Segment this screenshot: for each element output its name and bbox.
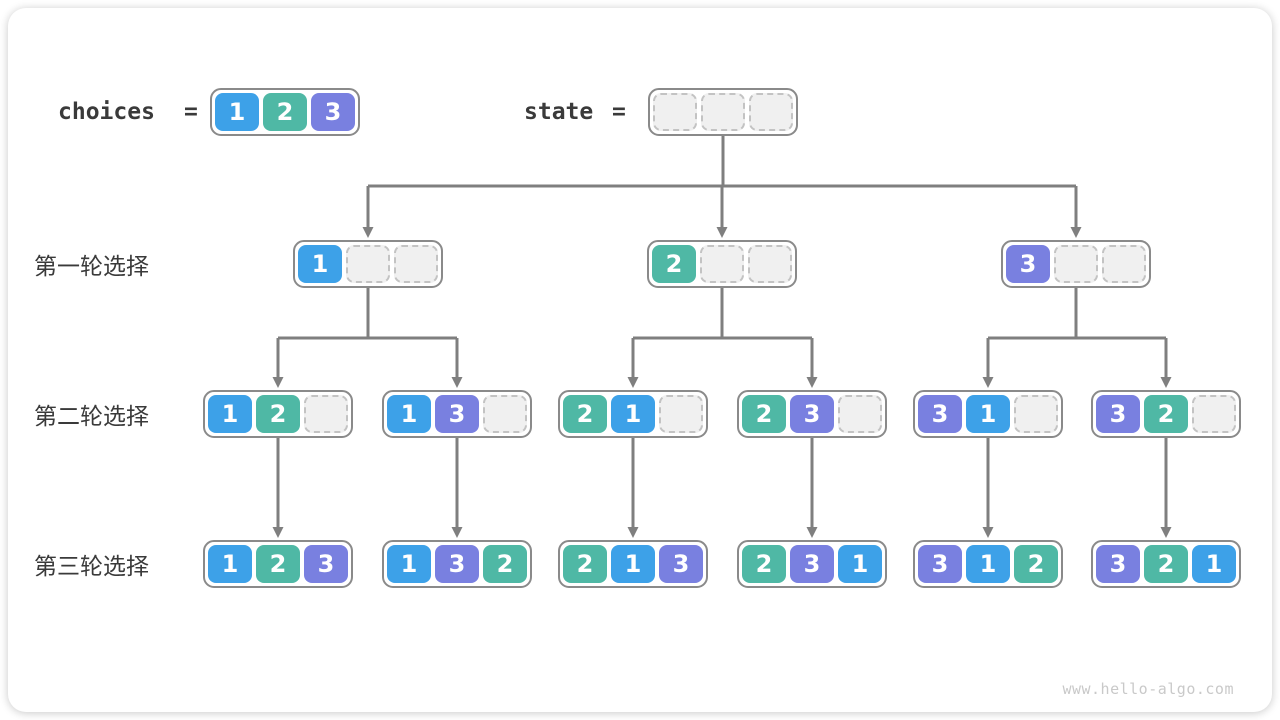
array-cell-1: 1: [208, 395, 252, 433]
empty-cell: [346, 245, 390, 283]
array-cell-3: 3: [918, 395, 962, 433]
array-cell-1: 1: [387, 395, 431, 433]
choices-equals: =: [184, 99, 198, 125]
array-cell-1: 1: [838, 545, 882, 583]
array-cell-2: 2: [1014, 545, 1058, 583]
array-cell-1: 1: [298, 245, 342, 283]
empty-cell: [659, 395, 703, 433]
array-cell-3: 3: [304, 545, 348, 583]
empty-cell: [749, 93, 793, 131]
round-3-label: 第三轮选择: [34, 553, 149, 579]
array-cell-2: 2: [256, 545, 300, 583]
array-cell-1: 1: [966, 545, 1010, 583]
state-equals: =: [612, 99, 626, 125]
empty-cell: [1102, 245, 1146, 283]
array-cell-1: 1: [611, 545, 655, 583]
empty-cell: [394, 245, 438, 283]
watermark: www.hello-algo.com: [1062, 680, 1234, 698]
round-2-label: 第二轮选择: [34, 403, 149, 429]
array-cell-3: 3: [435, 395, 479, 433]
array-cell-3: 3: [790, 395, 834, 433]
array-cell-1: 1: [215, 93, 259, 131]
choices-label: choices: [58, 99, 155, 125]
array-cell-1: 1: [387, 545, 431, 583]
state-label: state: [524, 99, 594, 125]
array-cell-3: 3: [1096, 395, 1140, 433]
empty-cell: [701, 93, 745, 131]
array-cell-2: 2: [256, 395, 300, 433]
empty-cell: [304, 395, 348, 433]
array-cell-3: 3: [1006, 245, 1050, 283]
array-cell-2: 2: [563, 545, 607, 583]
array-cell-1: 1: [966, 395, 1010, 433]
array-cell-3: 3: [790, 545, 834, 583]
empty-cell: [700, 245, 744, 283]
array-cell-2: 2: [652, 245, 696, 283]
array-cell-2: 2: [263, 93, 307, 131]
array-cell-2: 2: [742, 545, 786, 583]
empty-cell: [748, 245, 792, 283]
state-array-box: [648, 88, 798, 136]
empty-cell: [1054, 245, 1098, 283]
array-cell-3: 3: [918, 545, 962, 583]
array-cell-2: 2: [1144, 545, 1188, 583]
empty-cell: [1192, 395, 1236, 433]
round-1-node-1: 1: [293, 240, 443, 288]
array-cell-2: 2: [563, 395, 607, 433]
array-cell-2: 2: [742, 395, 786, 433]
array-cell-3: 3: [311, 93, 355, 131]
array-cell-3: 3: [435, 545, 479, 583]
round-1-node-3: 3: [1001, 240, 1151, 288]
empty-cell: [483, 395, 527, 433]
round-1-node-2: 2: [647, 240, 797, 288]
array-cell-1: 1: [611, 395, 655, 433]
array-cell-2: 2: [483, 545, 527, 583]
empty-cell: [653, 93, 697, 131]
empty-cell: [1014, 395, 1058, 433]
array-cell-1: 1: [1192, 545, 1236, 583]
array-cell-3: 3: [659, 545, 703, 583]
array-cell-1: 1: [208, 545, 252, 583]
round-1-label: 第一轮选择: [34, 253, 149, 279]
empty-cell: [838, 395, 882, 433]
array-cell-2: 2: [1144, 395, 1188, 433]
array-cell-3: 3: [1096, 545, 1140, 583]
